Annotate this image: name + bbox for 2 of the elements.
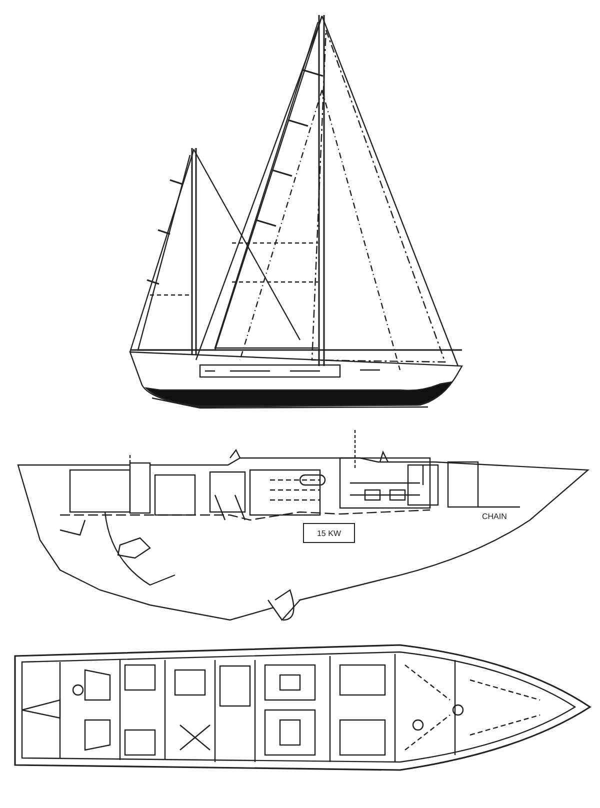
- part-label: CHAIN: [482, 512, 507, 521]
- engine-box: 15 KW: [303, 523, 355, 543]
